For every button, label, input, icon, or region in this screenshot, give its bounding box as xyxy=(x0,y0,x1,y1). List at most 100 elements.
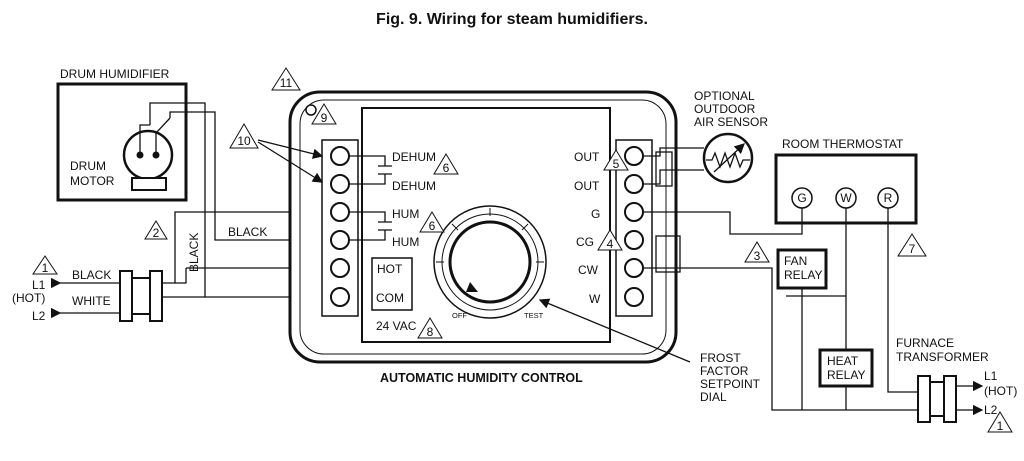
svg-text:5: 5 xyxy=(613,157,620,171)
left-terminal-strip xyxy=(321,139,359,317)
sensor-label-3: AIR SENSOR xyxy=(694,115,768,129)
transformer-l2-label: L2 xyxy=(984,403,998,417)
svg-text:W: W xyxy=(840,191,852,205)
note-6b: 6 xyxy=(419,211,445,233)
note-10: 10 xyxy=(229,123,324,183)
svg-text:4: 4 xyxy=(607,237,614,251)
svg-text:7: 7 xyxy=(909,242,916,256)
svg-text:10: 10 xyxy=(237,134,251,148)
cg-label: CG xyxy=(576,235,594,249)
out-label-2: OUT xyxy=(574,179,600,193)
terminal-out-2 xyxy=(624,174,644,194)
drum-motor-label-1: DRUM xyxy=(70,159,106,173)
outdoor-air-sensor: OPTIONAL OUTDOOR AIR SENSOR xyxy=(694,89,768,184)
svg-text:3: 3 xyxy=(754,249,761,263)
line-hot-label: (HOT) xyxy=(12,291,45,305)
transformer-label-1: FURNACE xyxy=(896,336,954,350)
terminal-hum-2 xyxy=(330,230,350,250)
dehum-label-2: DEHUM xyxy=(392,179,436,193)
dial-off-label: OFF xyxy=(452,311,467,320)
cw-label: CW xyxy=(578,263,599,277)
terminal-hum-1 xyxy=(330,202,350,222)
white-wire-label: WHITE xyxy=(72,294,111,308)
terminal-hot xyxy=(330,258,350,278)
note-2: 2 xyxy=(144,220,168,240)
svg-text:11: 11 xyxy=(280,76,293,90)
frost-label-3: SETPOINT xyxy=(700,377,761,391)
line-power-left: L1 (HOT) L2 BLACK WHITE xyxy=(12,268,163,323)
com-label: COM xyxy=(376,291,404,305)
svg-text:6: 6 xyxy=(443,161,450,175)
note-1-right: 1 xyxy=(987,411,1013,433)
terminal-dehum-2 xyxy=(330,174,350,194)
terminal-com xyxy=(330,287,350,307)
svg-text:1: 1 xyxy=(42,261,49,275)
transformer-hot-label: (HOT) xyxy=(984,384,1017,398)
heat-relay-label-1: HEAT xyxy=(827,354,859,368)
hum-label-1: HUM xyxy=(392,207,419,221)
svg-text:R: R xyxy=(884,191,893,205)
frost-factor-callout: FROST FACTOR SETPOINT DIAL xyxy=(538,298,761,404)
vac-label: 24 VAC xyxy=(376,319,417,333)
note-7: 7 xyxy=(897,233,927,257)
note-9: 9 xyxy=(311,103,337,125)
svg-text:6: 6 xyxy=(429,219,436,233)
black-wire-horizontal-label: BLACK xyxy=(228,225,267,239)
note-4: 4 xyxy=(597,229,623,251)
note-3: 3 xyxy=(744,241,770,263)
terminal-cw xyxy=(624,258,644,278)
svg-text:1: 1 xyxy=(997,419,1004,433)
terminal-dehum-1 xyxy=(330,146,350,166)
transformer-l1-label: L1 xyxy=(984,369,998,383)
fan-relay-label-2: RELAY xyxy=(784,268,822,282)
g-label: G xyxy=(591,207,600,221)
drum-humidifier-label: DRUM HUMIDIFIER xyxy=(60,67,170,81)
mounting-hole xyxy=(305,104,317,116)
svg-text:8: 8 xyxy=(427,325,434,339)
thermistor-icon xyxy=(702,132,754,184)
w-label: W xyxy=(589,292,601,306)
transformer-label-2: TRANSFORMER xyxy=(896,350,989,364)
line-l2-label: L2 xyxy=(32,309,46,323)
fan-relay-label-1: FAN xyxy=(784,254,807,268)
figure-title: Fig. 9. Wiring for steam humidifiers. xyxy=(376,11,648,28)
hot-com-box xyxy=(371,257,413,311)
svg-text:9: 9 xyxy=(321,111,328,125)
note-8: 8 xyxy=(417,317,443,339)
black-wire-vertical-label: BLACK xyxy=(187,233,201,272)
sensor-label-1: OPTIONAL xyxy=(694,89,755,103)
black-wire-label: BLACK xyxy=(72,268,111,282)
heat-relay-label-2: RELAY xyxy=(827,368,865,382)
note-1-left: 1 xyxy=(32,255,58,275)
svg-text:G: G xyxy=(797,191,806,205)
frost-label-2: FACTOR xyxy=(700,364,749,378)
fan-relay: FAN RELAY xyxy=(776,248,828,290)
line-l1-label: L1 xyxy=(32,278,46,292)
furnace-transformer: FURNACE TRANSFORMER L1 (HOT) L2 xyxy=(896,336,1017,423)
svg-text:2: 2 xyxy=(153,226,160,240)
drum-motor-icon xyxy=(122,102,200,191)
terminal-cg xyxy=(624,230,644,250)
humidity-control: DEHUM DEHUM HUM HUM HOT COM 24 VAC OFF T… xyxy=(288,90,678,385)
note-5: 5 xyxy=(603,149,629,171)
terminal-g xyxy=(624,202,644,222)
drum-motor-label-2: MOTOR xyxy=(70,174,115,188)
wire-nut-left xyxy=(119,270,133,322)
control-inner-panel xyxy=(361,107,611,343)
frost-label-4: DIAL xyxy=(700,390,727,404)
sensor-label-2: OUTDOOR xyxy=(694,102,756,116)
dial-test-label: TEST xyxy=(524,311,544,320)
drum-humidifier-box xyxy=(56,82,188,202)
hot-label: HOT xyxy=(377,262,403,276)
control-label: AUTOMATIC HUMIDITY CONTROL xyxy=(380,371,583,385)
dehum-label-1: DEHUM xyxy=(392,150,436,164)
hum-label-2: HUM xyxy=(392,235,419,249)
frost-label-1: FROST xyxy=(700,351,741,365)
terminal-out-1 xyxy=(624,146,644,166)
thermostat-label: ROOM THERMOSTAT xyxy=(782,137,904,151)
setpoint-dial: OFF TEST xyxy=(433,205,547,320)
out-label-1: OUT xyxy=(574,150,600,164)
terminal-w xyxy=(624,287,644,307)
note-6a: 6 xyxy=(433,153,459,175)
